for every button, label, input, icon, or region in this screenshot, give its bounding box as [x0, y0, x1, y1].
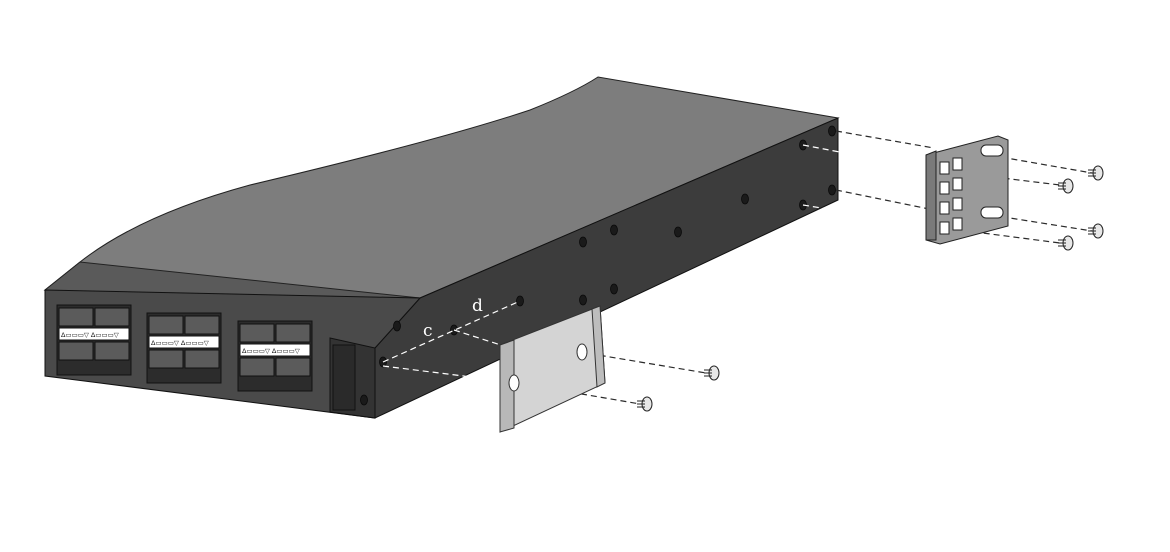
- port-label-module-1: Δ▭▭▭▽ Δ▭▭▭▽: [61, 331, 119, 339]
- front-mounting-bracket: [499, 305, 606, 433]
- screw-icon: [637, 396, 653, 412]
- chassis-front-handle: [332, 344, 356, 411]
- screw-icon: [1088, 223, 1104, 239]
- port-module-2: Δ▭▭▭▽ Δ▭▭▭▽: [146, 312, 222, 384]
- rear-mounting-bracket: [925, 135, 1009, 245]
- screw-icon: [1088, 165, 1104, 181]
- callout-c: c: [423, 321, 433, 341]
- screw-icon: [1058, 178, 1074, 194]
- port-module-1: Δ▭▭▭▽ Δ▭▭▭▽: [56, 304, 132, 376]
- bracket-hole-lower: [508, 374, 520, 392]
- chassis-top-surface: [43, 76, 840, 299]
- screw-icon: [704, 365, 720, 381]
- switch-chassis: [43, 76, 840, 419]
- bracket-hole-upper: [576, 343, 588, 361]
- side-mounting-holes: [360, 125, 836, 406]
- screw-icon: [1058, 235, 1074, 251]
- callout-d: d: [472, 296, 483, 316]
- port-label-module-2: Δ▭▭▭▽ Δ▭▭▭▽: [151, 339, 209, 347]
- port-label-module-3: Δ▭▭▭▽ Δ▭▭▭▽: [242, 347, 300, 355]
- port-module-3: Δ▭▭▭▽ Δ▭▭▭▽: [237, 320, 313, 392]
